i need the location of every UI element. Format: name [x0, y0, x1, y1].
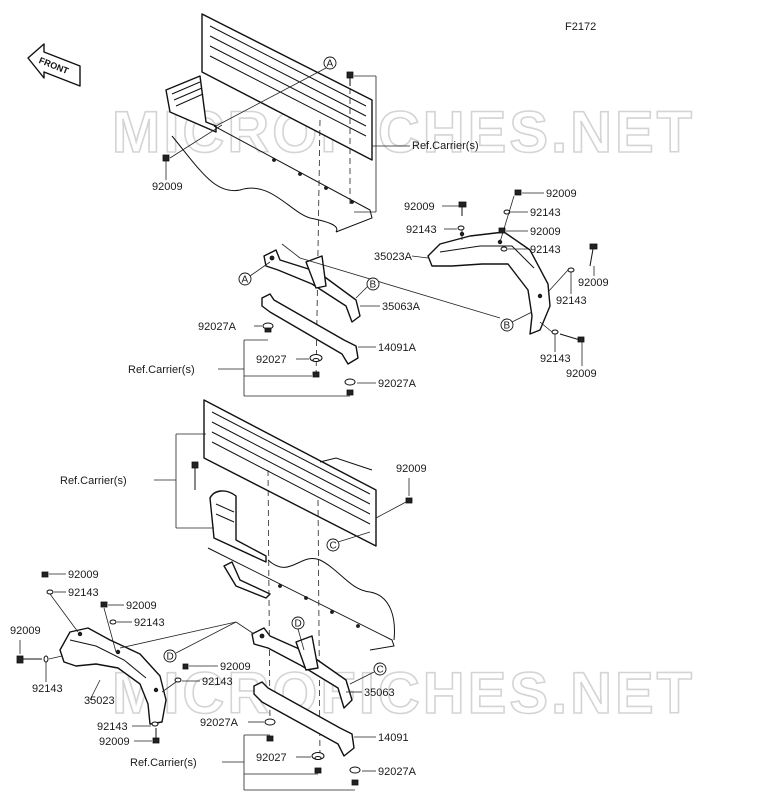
- front-arrow-icon: FRONT: [27, 43, 81, 87]
- bolt-92009-fender-1: [458, 201, 467, 216]
- callout-b-fender: B: [500, 311, 533, 332]
- svg-text:C: C: [377, 665, 384, 676]
- label-35023a: 35023A: [374, 251, 413, 263]
- bolt-92009-fender-5: [559, 333, 585, 343]
- washer-92143-lower-fender-5: [151, 721, 159, 727]
- stay-35063: [251, 627, 353, 709]
- bolt-92009-lower-fender-2: [100, 601, 108, 608]
- label-92009-fender-5: 92009: [566, 368, 597, 380]
- label-92009-lower-fender-2: 92009: [126, 600, 157, 612]
- label-92143-lower-fender-4: 92143: [202, 676, 233, 688]
- label-92027a-bottom-1: 92027A: [200, 717, 239, 729]
- bolt-92009-fender-3: [498, 227, 506, 234]
- label-92009-bottom-right: 92009: [396, 463, 427, 475]
- label-92009-fender-2: 92009: [546, 188, 577, 200]
- svg-text:B: B: [504, 321, 511, 332]
- label-ref-carrier-bottom: Ref.Carrier(s): [130, 757, 197, 769]
- callout-c-stay: C: [349, 662, 387, 685]
- label-92009-lower-fender-1: 92009: [68, 569, 99, 581]
- label-92143-fender-1: 92143: [406, 224, 437, 236]
- washer-92027-bottom: [311, 752, 325, 774]
- svg-text:A: A: [242, 275, 249, 286]
- washer-92027a-top-1: [262, 322, 274, 333]
- svg-text:A: A: [327, 59, 334, 70]
- label-92143-lower-fender-1: 92143: [68, 587, 99, 599]
- label-92009-lower-fender-4: 92009: [220, 661, 251, 673]
- fender-35023a: [427, 231, 551, 335]
- label-92009-fender-3: 92009: [530, 226, 561, 238]
- washer-92027-top: [309, 354, 323, 378]
- label-92009-fender-1: 92009: [404, 201, 435, 213]
- washer-92143-fender-3: [500, 246, 508, 252]
- callout-a-top: A: [215, 56, 337, 127]
- bolt-92009-top-left: [162, 154, 170, 162]
- washer-92143-lower-fender-2: [109, 619, 117, 625]
- washer-92143-fender-1: [457, 225, 465, 231]
- brace-14091: [253, 681, 355, 757]
- label-92143-fender-5: 92143: [540, 353, 571, 365]
- bolt-92009-bottom-right: [405, 497, 413, 504]
- washer-92143-lower-fender-3: [43, 655, 49, 663]
- label-14091a: 14091A: [378, 342, 417, 354]
- label-14091: 14091: [378, 732, 409, 744]
- watermark-bottom: MICROFICHES.NET: [112, 661, 695, 726]
- svg-text:C: C: [330, 541, 337, 552]
- callout-b-mid: B: [355, 277, 380, 299]
- label-92027a-top-2: 92027A: [378, 378, 417, 390]
- washer-92027a-bottom-1: [264, 718, 276, 742]
- label-92009-fender-4: 92009: [578, 277, 609, 289]
- washer-92143-lower-fender-1: [46, 589, 54, 595]
- bolt-92009-fender-4: [589, 243, 598, 267]
- callout-d-stay: D: [291, 616, 305, 651]
- label-ref-carrier-mid: Ref.Carrier(s): [128, 364, 195, 376]
- label-92009-lower-fender-5: 92009: [99, 736, 130, 748]
- label-92143-lower-fender-2: 92143: [134, 617, 165, 629]
- label-35023: 35023: [84, 695, 115, 707]
- svg-text:B: B: [370, 280, 377, 291]
- svg-text:D: D: [167, 652, 174, 663]
- label-92009-lower-fender-3: 92009: [10, 625, 41, 637]
- label-92027a-bottom-2: 92027A: [378, 766, 417, 778]
- bolt-92009-lower-fender-4: [182, 663, 189, 670]
- bolt-92009-lower-fender-3: [16, 655, 42, 664]
- washer-92143-fender-5: [551, 329, 559, 335]
- washer-92143-lower-fender-4: [174, 677, 182, 683]
- watermark-top: MICROFICHES.NET: [112, 100, 695, 165]
- callout-a-mid: A: [238, 243, 501, 319]
- label-92027-top: 92027: [256, 354, 287, 366]
- brace-14091a: [261, 293, 359, 365]
- label-ref-carrier-top: Ref.Carrier(s): [412, 140, 479, 152]
- svg-text:D: D: [295, 619, 302, 630]
- bolt-92009-fender-2: [514, 189, 522, 196]
- bolt-92009-lower-fender-1: [41, 571, 49, 578]
- figure-code: F2172: [565, 21, 596, 33]
- washer-92027a-top-2: [344, 378, 356, 396]
- bolt-92009-bottom-left: [191, 461, 199, 490]
- label-92027-bottom: 92027: [256, 752, 287, 764]
- label-92143-fender-4: 92143: [556, 295, 587, 307]
- tailgate-assembly-top: [165, 13, 373, 233]
- label-35063a: 35063A: [382, 301, 421, 313]
- callout-d-fender: D: [119, 621, 255, 663]
- bolt-92009-top-right: [346, 71, 354, 86]
- bolt-92009-lower-fender-5: [152, 728, 160, 744]
- label-35063: 35063: [364, 687, 395, 699]
- washer-92143-fender-4: [567, 267, 575, 273]
- washer-92027a-bottom-2: [349, 766, 361, 786]
- label-92143-lower-fender-3: 92143: [32, 683, 63, 695]
- callout-c-bottom: C: [326, 531, 371, 552]
- label-ref-carrier-bottom-left: Ref.Carrier(s): [60, 475, 127, 487]
- label-92027a-top-1: 92027A: [198, 321, 237, 333]
- label-92143-fender-3: 92143: [530, 244, 561, 256]
- label-92143-lower-fender-5: 92143: [97, 721, 128, 733]
- tailgate-assembly-bottom: [203, 399, 395, 651]
- label-92143-fender-2: 92143: [530, 207, 561, 219]
- label-92009-top-left: 92009: [152, 181, 183, 193]
